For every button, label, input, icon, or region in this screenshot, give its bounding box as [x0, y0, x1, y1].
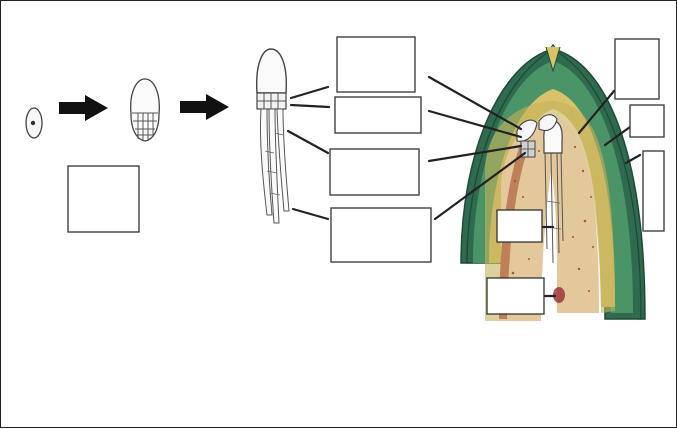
label-box-6[interactable] — [630, 105, 664, 137]
label-box-3[interactable] — [330, 149, 419, 195]
embryo-with-suspensor — [257, 49, 289, 223]
leader-line — [288, 131, 328, 153]
leader-line — [293, 209, 328, 219]
label-box-1[interactable] — [337, 37, 415, 92]
zygote — [26, 108, 42, 138]
label-box-7[interactable] — [643, 151, 664, 231]
leader-line — [291, 105, 329, 107]
leader-line — [291, 87, 328, 98]
label-box-5[interactable] — [615, 39, 659, 99]
proembryo — [131, 79, 160, 141]
right-arrow-icon — [59, 95, 108, 121]
label-box-8[interactable] — [497, 210, 542, 242]
label-box-zygote[interactable] — [68, 166, 139, 232]
right-arrow-icon — [180, 94, 229, 120]
label-box-2[interactable] — [335, 97, 421, 133]
label-box-9[interactable] — [487, 278, 544, 314]
label-box-4[interactable] — [331, 208, 431, 262]
